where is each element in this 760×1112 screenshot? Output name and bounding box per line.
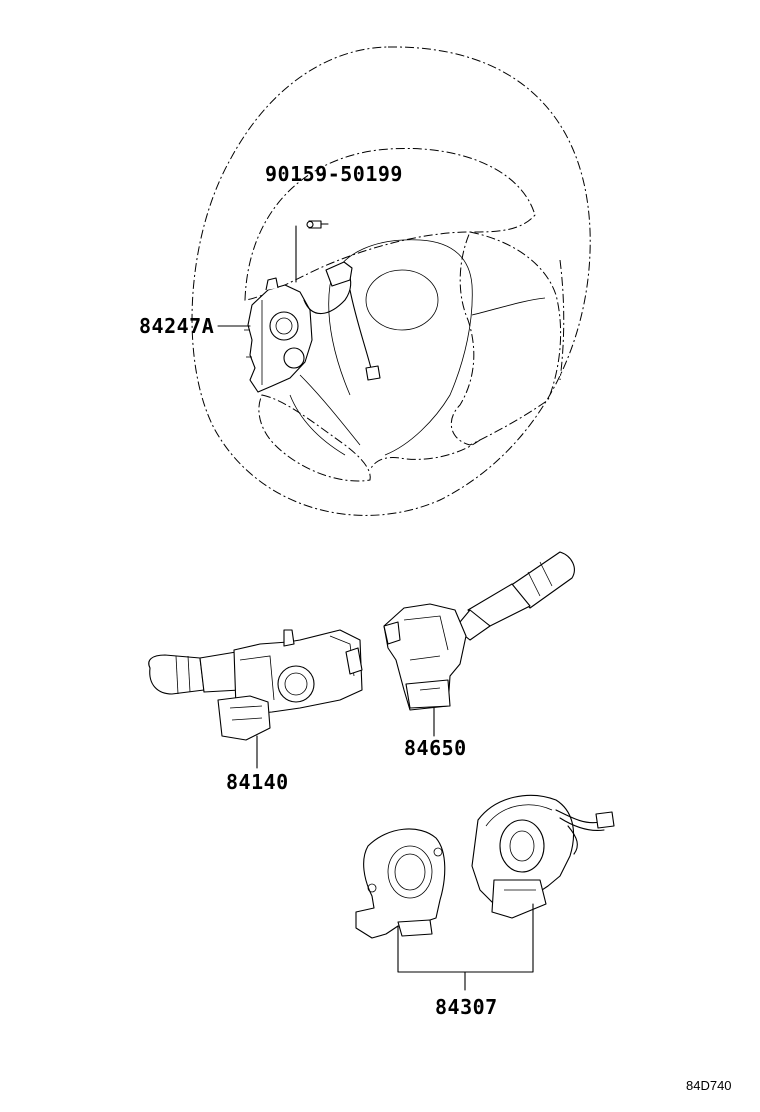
wiper-switch-part-number: 84650 bbox=[404, 736, 467, 760]
switch-pad-part-number: 84247A bbox=[139, 314, 215, 338]
bolt bbox=[306, 220, 329, 229]
turn-signal-switch bbox=[148, 629, 363, 741]
steering-wheel-outline bbox=[191, 46, 591, 516]
spiral-cable-cover bbox=[355, 828, 446, 939]
bolt-part-number: 90159-50199 bbox=[265, 162, 403, 186]
leader-spiral-cable bbox=[397, 903, 534, 991]
drawing-code: 84D740 bbox=[686, 1078, 732, 1093]
wiper-switch bbox=[383, 551, 575, 711]
steering-switch-pad bbox=[244, 261, 381, 393]
spiral-cable-body bbox=[471, 794, 615, 919]
steering-hub bbox=[289, 239, 546, 456]
spiral-cable-part-number: 84307 bbox=[435, 995, 498, 1019]
turn-switch-part-number: 84140 bbox=[226, 770, 289, 794]
